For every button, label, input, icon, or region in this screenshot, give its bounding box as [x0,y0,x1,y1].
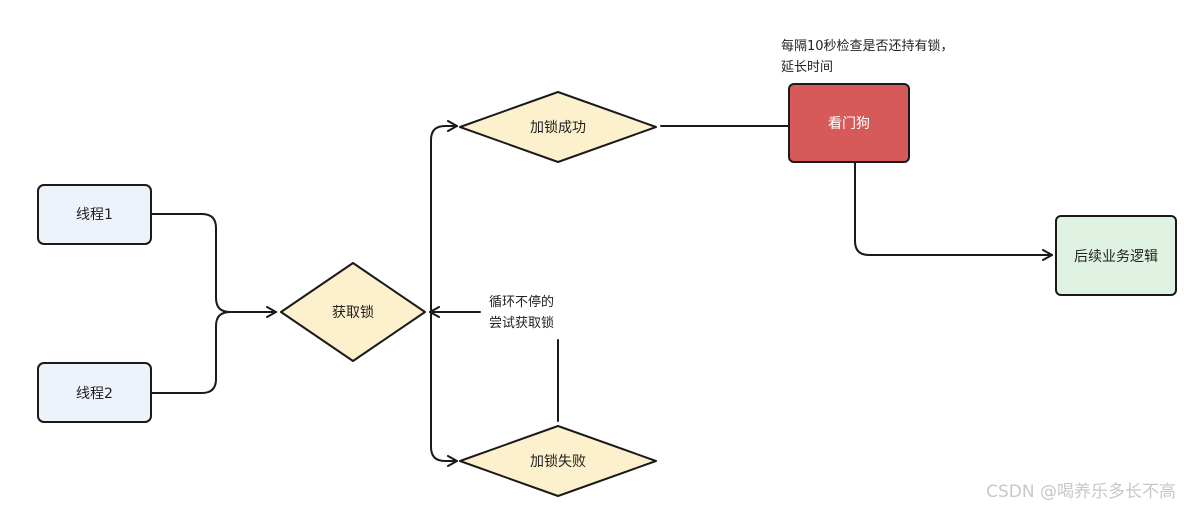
edge-thread1-to-acquire [151,213,277,318]
edge-thread2-to-acquire [151,311,277,394]
node-lock-fail: 加锁失败 [459,425,657,497]
watchdog-label: 看门狗 [828,116,870,132]
watchdog-note: 每隔10秒检查是否还持有锁， 延长时间 [781,38,954,75]
retry-note: 循环不停的 尝试获取锁 [489,294,554,331]
edge-acquire-to-success [430,120,458,313]
edges [151,120,1053,467]
business-logic-box [1055,215,1177,296]
lock-fail-label: 加锁失败 [530,454,586,470]
node-thread2: 线程2 [37,362,152,423]
thread2-box [37,362,152,423]
acquire-lock-diamond [280,262,426,362]
node-lock-success: 加锁成功 [459,91,657,163]
node-thread1: 线程1 [37,184,152,245]
node-watchdog: 看门狗 [788,83,910,163]
edge-watchdog-to-business [854,162,1053,261]
business-logic-label: 后续业务逻辑 [1074,248,1158,265]
lock-success-label: 加锁成功 [530,120,586,136]
watchdog-note-line2: 延长时间 [781,60,833,75]
watchdog-box [788,83,910,163]
node-acquire-lock: 获取锁 [280,262,426,362]
watchdog-note-line1: 每隔10秒检查是否还持有锁， [781,38,954,54]
node-business-logic: 后续业务逻辑 [1055,215,1177,296]
retry-note-line1: 循环不停的 [489,294,554,310]
thread1-box [37,184,152,245]
csdn-watermark: CSDN @喝养乐多长不高 [986,482,1176,502]
lock-fail-diamond [459,425,657,497]
thread1-label: 线程1 [76,207,113,223]
retry-note-line2: 尝试获取锁 [489,315,554,331]
acquire-lock-label: 获取锁 [332,305,374,321]
thread2-label: 线程2 [76,386,113,402]
edge-acquire-to-fail [430,311,458,467]
lock-success-diamond [459,91,657,163]
